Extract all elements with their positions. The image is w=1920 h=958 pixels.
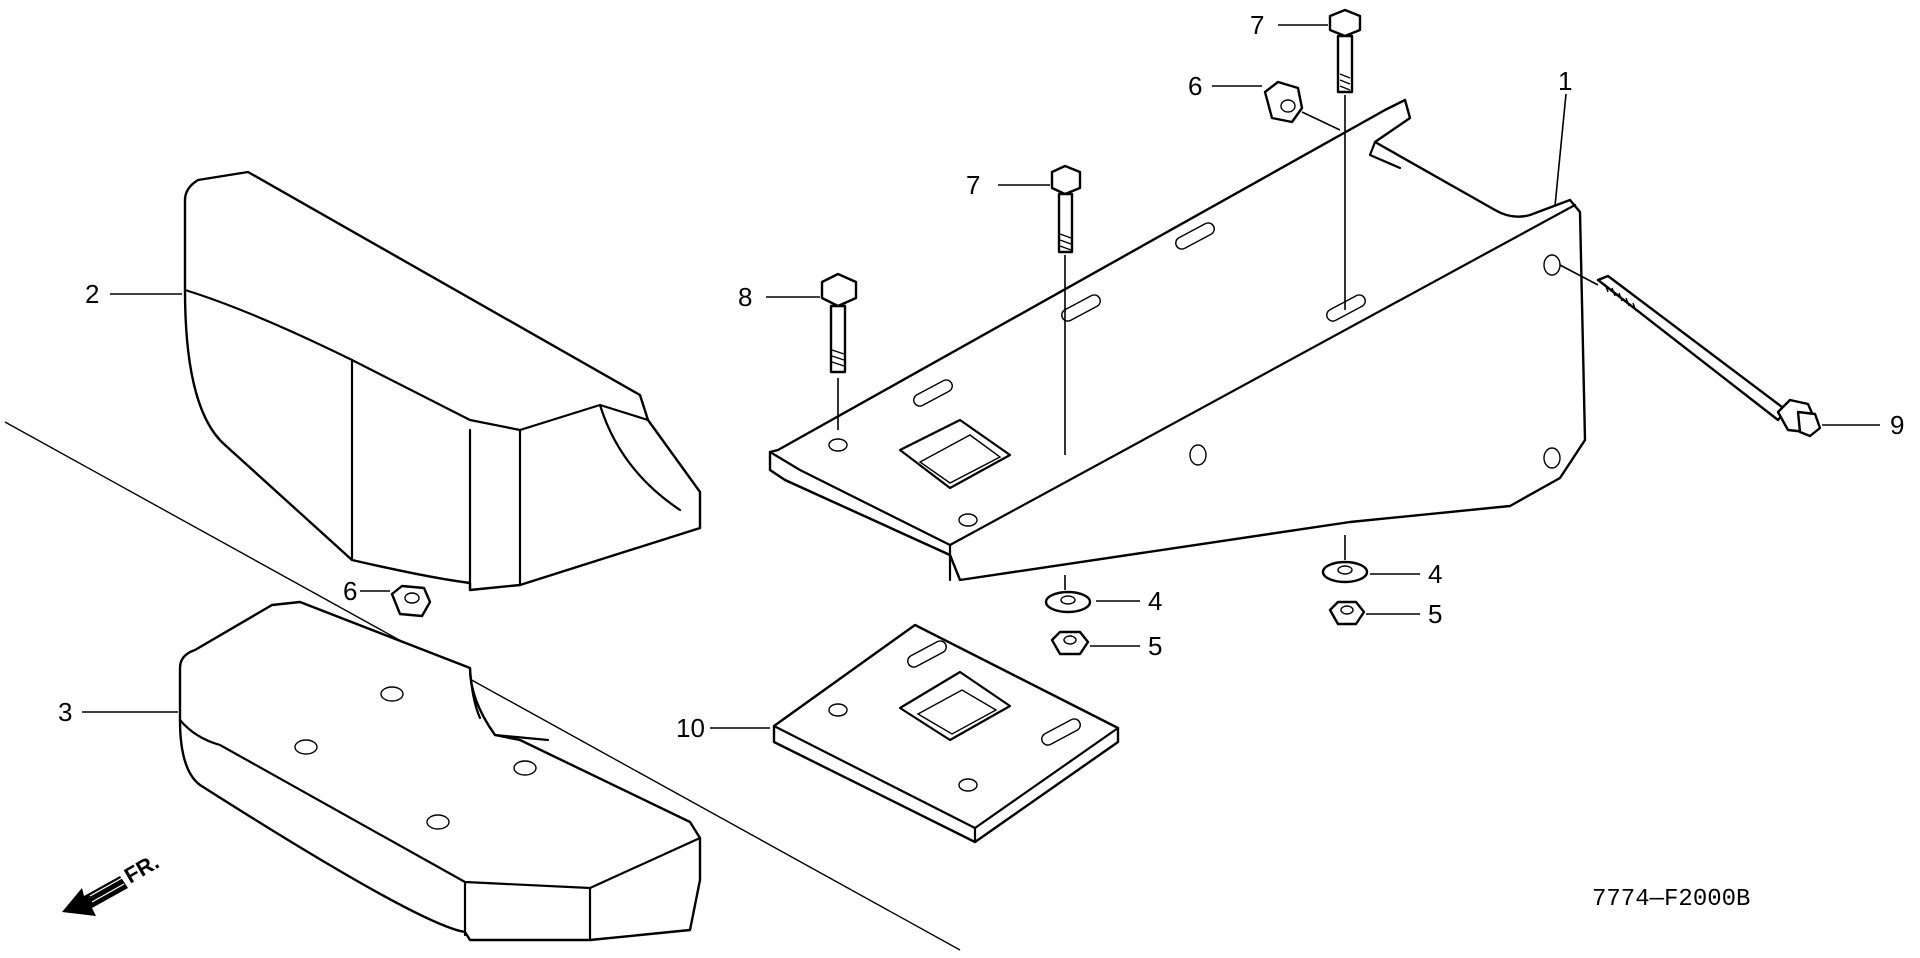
nut-5-left xyxy=(1050,630,1090,656)
callout-4-left: 4 xyxy=(1148,586,1162,616)
nut-6-upper xyxy=(1263,80,1341,131)
callout-7-middle: 7 xyxy=(966,170,980,200)
washer-4-left xyxy=(1044,575,1092,614)
bolt-8 xyxy=(820,272,858,430)
part-2-cover xyxy=(183,170,702,592)
bolt-7-middle xyxy=(1050,164,1082,455)
part-3-plate xyxy=(178,600,702,942)
callout-6-upper: 6 xyxy=(1188,71,1202,101)
floor-line xyxy=(4,421,961,951)
callout-9: 9 xyxy=(1890,410,1904,440)
front-arrow-icon xyxy=(62,876,128,916)
callout-leaders xyxy=(82,24,1880,729)
callout-5-left: 5 xyxy=(1148,631,1162,661)
bolt-9 xyxy=(1559,264,1822,438)
drawing-code: 7774—F2000B xyxy=(1592,886,1750,913)
part-1-bracket xyxy=(768,98,1587,582)
callout-5-right: 5 xyxy=(1428,599,1442,629)
callout-10: 10 xyxy=(676,713,705,743)
callout-6-lower: 6 xyxy=(343,576,357,606)
callout-7-upper: 7 xyxy=(1250,10,1264,40)
callout-1: 1 xyxy=(1558,66,1572,96)
nut-6-lower xyxy=(390,584,432,618)
bolt-7-upper xyxy=(1328,8,1362,310)
washer-4-right xyxy=(1321,535,1369,584)
part-10-gasket xyxy=(772,623,1120,844)
callout-2: 2 xyxy=(85,279,99,309)
callout-8: 8 xyxy=(738,282,752,312)
callout-3: 3 xyxy=(58,697,72,727)
nut-5-right xyxy=(1328,600,1366,626)
front-label: FR. xyxy=(120,849,163,888)
callout-4-right: 4 xyxy=(1428,559,1442,589)
